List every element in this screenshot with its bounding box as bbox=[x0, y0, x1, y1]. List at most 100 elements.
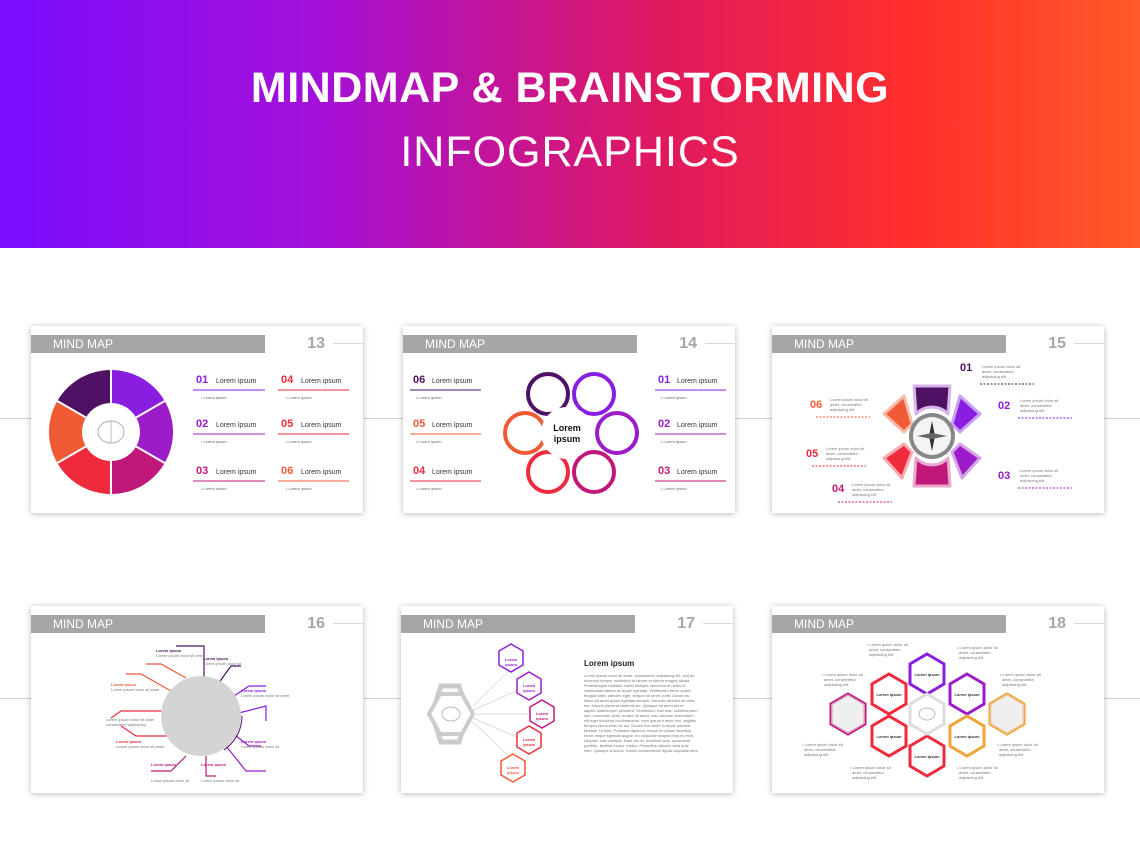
svg-text:ipsum: ipsum bbox=[523, 688, 535, 693]
slide-header: MIND MAP bbox=[772, 335, 1006, 353]
svg-text:amet, consectetur: amet, consectetur bbox=[830, 402, 862, 407]
svg-text:ipsum: ipsum bbox=[536, 716, 548, 721]
svg-text:Lorem ipsum dolor sit: Lorem ipsum dolor sit bbox=[1020, 468, 1059, 473]
svg-text:Lorem ipsum: Lorem ipsum bbox=[432, 469, 473, 476]
svg-text:05: 05 bbox=[413, 418, 425, 430]
svg-text:amet, consectetur: amet, consectetur bbox=[852, 487, 884, 492]
svg-text:adipiscing elit.: adipiscing elit. bbox=[852, 775, 877, 780]
svg-text:sapien ullamcorper pharetra. V: sapien ullamcorper pharetra. Vestibulum … bbox=[584, 708, 698, 713]
header-rule bbox=[1074, 623, 1104, 624]
svg-text:Lorem ipsum: Lorem ipsum bbox=[301, 422, 342, 429]
slide-13[interactable]: MIND MAP 13 01 Lorem ipsum • Lorem ipsum bbox=[31, 326, 363, 513]
svg-text:• Lorem ipsum dolor sit: • Lorem ipsum dolor sit bbox=[867, 642, 909, 647]
svg-text:Lorem: Lorem bbox=[536, 711, 549, 716]
svg-text:Lorem: Lorem bbox=[507, 765, 520, 770]
svg-text:Lorem ipsum dolor sit amet: Lorem ipsum dolor sit amet bbox=[106, 717, 155, 722]
svg-text:amet, consectetur: amet, consectetur bbox=[1002, 677, 1034, 682]
svg-text:nibh. Quisque a lectus. Donec: nibh. Quisque a lectus. Donec consectetu… bbox=[584, 748, 699, 753]
svg-text:Lorem ipsum: Lorem ipsum bbox=[151, 762, 177, 767]
segment-6 bbox=[57, 370, 111, 418]
svg-text:amet, consectetur: amet, consectetur bbox=[869, 647, 901, 652]
svg-text:Lorem ipsum: Lorem ipsum bbox=[301, 469, 342, 476]
svg-text:tortor neque egestas augue, eu: tortor neque egestas augue, eu vulputate… bbox=[584, 733, 694, 738]
svg-text:Lorem: Lorem bbox=[505, 657, 518, 662]
segment-5 bbox=[48, 401, 86, 463]
svg-text:Lorem ipsum dolor sit: Lorem ipsum dolor sit bbox=[830, 397, 869, 402]
svg-text:• Lorem ipsum dolor sit: • Lorem ipsum dolor sit bbox=[957, 645, 999, 650]
slide-number: 14 bbox=[679, 335, 697, 352]
svg-text:adipiscing elit.: adipiscing elit. bbox=[830, 407, 855, 412]
svg-text:• Lorem ipsum: • Lorem ipsum bbox=[286, 395, 312, 400]
svg-text:Lorem ipsum: Lorem ipsum bbox=[954, 692, 980, 697]
svg-text:Lorem ipsum dolor sit: Lorem ipsum dolor sit bbox=[201, 778, 240, 783]
svg-text:Lorem ipsum dolor sit amet: Lorem ipsum dolor sit amet bbox=[156, 653, 205, 658]
hero-banner: MINDMAP & BRAINSTORMING INFOGRAPHICS bbox=[0, 0, 1140, 248]
svg-text:ipsum: ipsum bbox=[507, 770, 519, 775]
svg-text:Lorem ipsum: Lorem ipsum bbox=[216, 469, 257, 476]
svg-text:Lorem ipsum dolor sit: Lorem ipsum dolor sit bbox=[151, 778, 190, 783]
svg-text:06: 06 bbox=[281, 465, 293, 477]
slide-header: MIND MAP bbox=[401, 615, 635, 633]
svg-text:amet, consectetur: amet, consectetur bbox=[826, 451, 858, 456]
svg-text:Lorem ipsum: Lorem ipsum bbox=[432, 378, 473, 385]
svg-text:Lorem ipsum dolor sit: Lorem ipsum dolor sit bbox=[203, 661, 242, 666]
svg-text:adipiscing elit.: adipiscing elit. bbox=[852, 492, 877, 497]
slide-number: 18 bbox=[1048, 615, 1066, 632]
svg-text:• Lorem ipsum: • Lorem ipsum bbox=[416, 439, 442, 444]
svg-text:• Lorem ipsum dolor sit: • Lorem ipsum dolor sit bbox=[802, 742, 844, 747]
item-lists: 01 Lorem ipsum • Lorem ipsum 02 Lorem ip… bbox=[193, 374, 349, 491]
svg-text:Lorem ipsum: Lorem ipsum bbox=[216, 422, 257, 429]
brain-icon bbox=[441, 706, 461, 722]
slide-14[interactable]: MIND MAP 14 Lorem ipsum 06 Lorem ipsum •… bbox=[403, 326, 735, 513]
svg-text:06: 06 bbox=[810, 399, 822, 411]
svg-text:05: 05 bbox=[806, 448, 818, 460]
svg-text:Lorem ipsum: Lorem ipsum bbox=[111, 682, 137, 687]
svg-text:Lorem ipsum dolor sit: Lorem ipsum dolor sit bbox=[852, 482, 891, 487]
svg-text:feugiat vitae, ultricies eget,: feugiat vitae, ultricies eget, tempor si… bbox=[584, 693, 689, 698]
svg-text:Lorem ipsum: Lorem ipsum bbox=[216, 378, 257, 385]
slide-header: MIND MAP bbox=[403, 335, 637, 353]
svg-text:facilisis. Ut felis. Praesent: facilisis. Ut felis. Praesent dapibus, n… bbox=[584, 728, 692, 733]
hero-subtitle: INFOGRAPHICS bbox=[400, 128, 740, 176]
svg-text:adipiscing elit.: adipiscing elit. bbox=[869, 652, 894, 657]
svg-text:01: 01 bbox=[196, 374, 208, 386]
slide-number: 16 bbox=[307, 615, 325, 632]
svg-text:Lorem ipsum dolor sit amet: Lorem ipsum dolor sit amet bbox=[241, 693, 290, 698]
svg-text:Lorem: Lorem bbox=[523, 683, 536, 688]
svg-text:• Lorem ipsum: • Lorem ipsum bbox=[201, 486, 227, 491]
svg-text:01: 01 bbox=[658, 374, 670, 386]
svg-text:04: 04 bbox=[281, 374, 294, 386]
svg-text:ipsum: ipsum bbox=[505, 662, 517, 667]
svg-text:adipiscing elit.: adipiscing elit. bbox=[824, 682, 849, 687]
svg-text:adipiscing elit.: adipiscing elit. bbox=[959, 655, 984, 660]
segment-2 bbox=[136, 401, 174, 463]
svg-text:Lorem ipsum: Lorem ipsum bbox=[116, 739, 142, 744]
svg-text:Lorem ipsum: Lorem ipsum bbox=[241, 739, 267, 744]
svg-text:Lorem ipsum dolor sit: Lorem ipsum dolor sit bbox=[241, 744, 280, 749]
svg-text:• Lorem ipsum: • Lorem ipsum bbox=[661, 486, 687, 491]
svg-text:adipiscing elit.: adipiscing elit. bbox=[999, 752, 1024, 757]
svg-text:• Lorem ipsum: • Lorem ipsum bbox=[201, 395, 227, 400]
svg-text:Lorem ipsum: Lorem ipsum bbox=[156, 648, 182, 653]
svg-text:elit eget tincidunt condimentu: elit eget tincidunt condimentum, eros ip… bbox=[584, 718, 696, 723]
segment-1 bbox=[111, 370, 165, 418]
slide-number: 15 bbox=[1048, 335, 1066, 352]
header-rule bbox=[333, 343, 363, 344]
svg-text:eiusmod tempor incididunt ut l: eiusmod tempor incididunt ut labore et d… bbox=[584, 678, 690, 683]
svg-text:amet, consectetur: amet, consectetur bbox=[959, 770, 991, 775]
svg-text:Lorem ipsum dolor sit: Lorem ipsum dolor sit bbox=[982, 364, 1021, 369]
svg-text:amet, consectetur: amet, consectetur bbox=[999, 747, 1031, 752]
header-rule bbox=[1074, 343, 1104, 344]
svg-text:• Lorem ipsum: • Lorem ipsum bbox=[661, 395, 687, 400]
svg-text:ipsum: ipsum bbox=[554, 434, 581, 444]
segment-4 bbox=[57, 446, 111, 494]
svg-text:• Lorem ipsum dolor sit: • Lorem ipsum dolor sit bbox=[957, 765, 999, 770]
slide-header: MIND MAP bbox=[31, 335, 265, 353]
